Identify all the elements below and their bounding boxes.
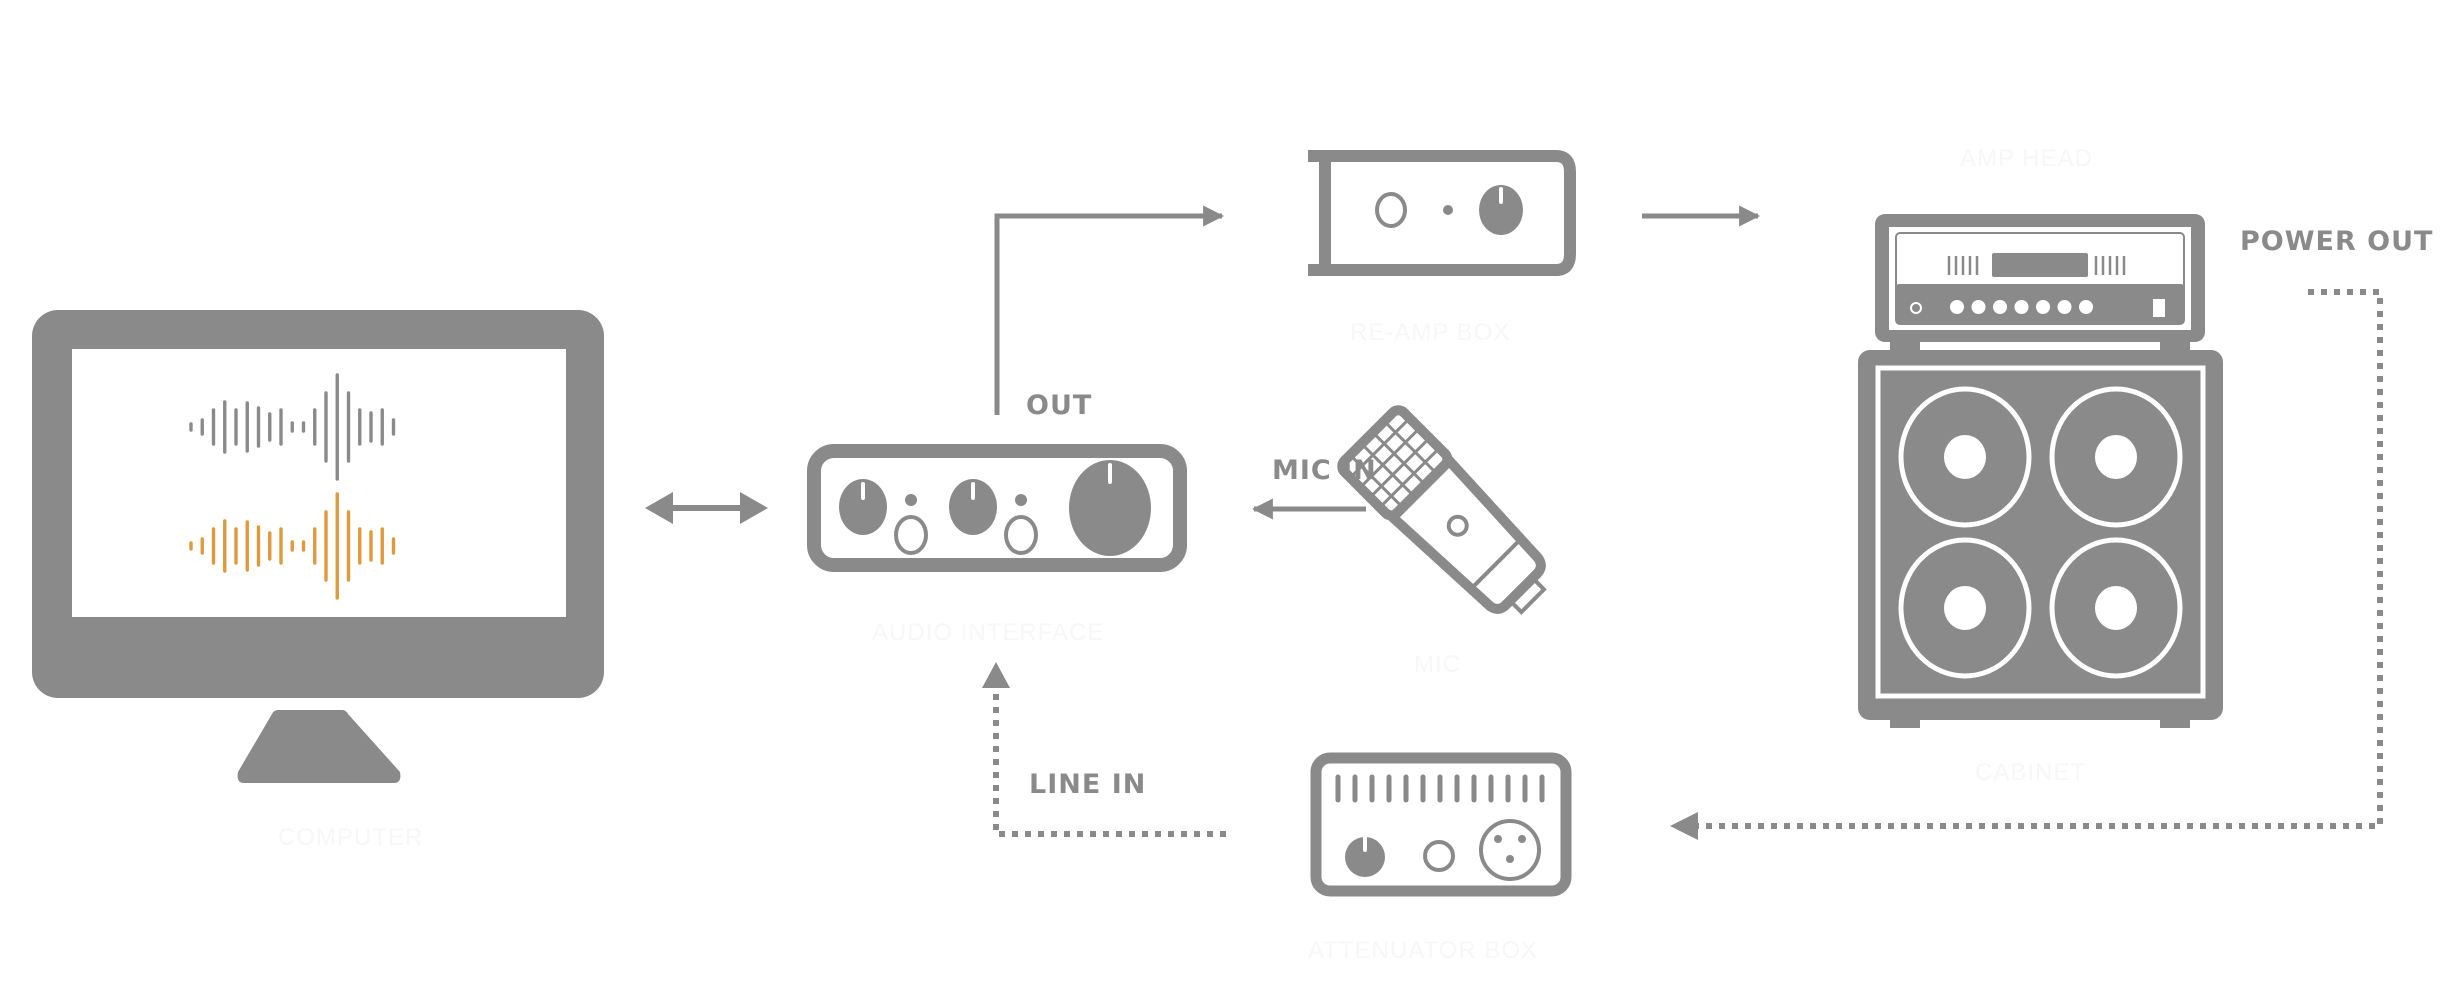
mic-in-label: MIC IN	[1272, 455, 1377, 486]
attenuator-label: ATTENUATOR BOX	[1308, 937, 1538, 964]
power-out-label: POWER OUT	[2240, 226, 2433, 257]
speaker-dust-cap	[1944, 586, 1986, 630]
computer: COMPUTER	[32, 310, 604, 851]
amp-head-vents	[1947, 256, 2126, 275]
attenuator-box: ATTENUATOR BOX	[1308, 752, 1572, 964]
mic-in-connection: MIC IN	[1251, 455, 1377, 520]
interface-label: AUDIO INTERFACE	[872, 619, 1104, 646]
speaker-cone	[2049, 386, 2183, 528]
speaker-cabinet-icon	[1858, 350, 2223, 728]
line-in-connection: LINE IN	[982, 662, 1226, 837]
amp-knob	[2057, 300, 2072, 314]
attenuator-box-icon	[1310, 752, 1572, 897]
amp-head: AMP HEAD	[1875, 145, 2205, 354]
computer-label: COMPUTER	[278, 824, 423, 851]
reamp-label: RE-AMP BOX	[1350, 319, 1510, 346]
microphone: MIC	[1337, 405, 1547, 678]
amp-knob	[2014, 300, 2029, 314]
amp-knob	[1950, 300, 1964, 314]
speaker-cones	[1898, 386, 2183, 679]
waveform-orange	[189, 492, 396, 600]
power-out-connection: POWER OUT	[1670, 226, 2433, 840]
cabinet: CABINET	[1858, 350, 2223, 786]
reamp-box: RE-AMP BOX	[1308, 150, 1576, 346]
amp-head-icon	[1875, 214, 2205, 354]
amp-knob	[1971, 300, 1986, 314]
speaker-dust-cap	[2095, 435, 2137, 479]
speaker-dust-cap	[2095, 586, 2137, 630]
reamp-box-icon	[1308, 150, 1576, 276]
line-in-label: LINE IN	[1029, 769, 1146, 800]
speaker-cone	[1898, 386, 2032, 528]
amp-head-knobs	[1950, 300, 2093, 314]
audio-interface-icon	[807, 444, 1187, 572]
out-label: OUT	[1026, 390, 1092, 421]
waveform-gray	[189, 373, 396, 481]
speaker-cone	[2049, 537, 2183, 679]
cabinet-label: CABINET	[1975, 759, 2086, 786]
amp-knob	[2036, 300, 2050, 314]
amp-head-label: AMP HEAD	[1960, 145, 2093, 172]
attenuator-vents	[1335, 774, 1545, 803]
mic-label: MIC	[1414, 651, 1461, 678]
audio-interface: AUDIO INTERFACE	[807, 444, 1187, 646]
speaker-dust-cap	[1944, 435, 1986, 479]
speaker-cone	[1898, 537, 2032, 679]
microphone-icon	[1337, 405, 1547, 615]
monitor-icon	[32, 310, 604, 783]
bidirectional-arrow	[645, 492, 768, 524]
amp-knob	[2079, 300, 2093, 314]
out-connection: OUT	[994, 205, 1225, 421]
amp-knob	[1993, 300, 2007, 314]
